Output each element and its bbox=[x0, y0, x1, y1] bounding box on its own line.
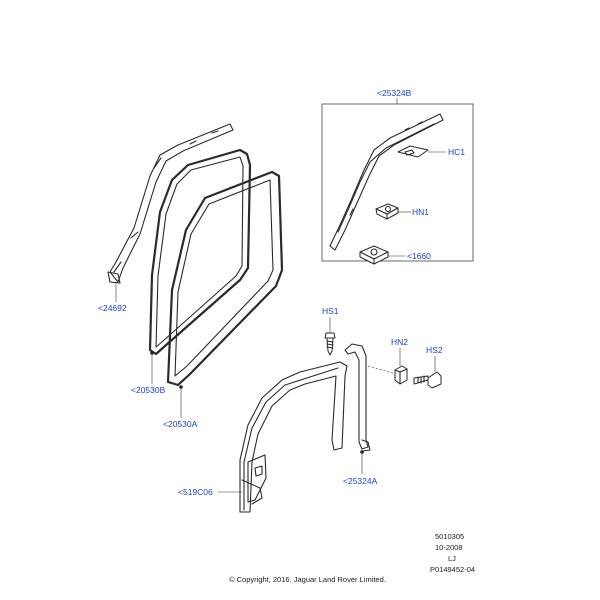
label-519C06[interactable]: <519C06 bbox=[178, 487, 213, 497]
label-HN1[interactable]: HN1 bbox=[412, 207, 429, 217]
clip-HC1[interactable] bbox=[397, 145, 429, 158]
upper-trim-25324B[interactable] bbox=[329, 113, 444, 251]
drawing-date: 10-2008 bbox=[435, 543, 463, 552]
copyright-notice: © Copyright, 2016. Jaguar Land Rover Lim… bbox=[229, 575, 386, 584]
label-1660[interactable]: <1660 bbox=[407, 251, 431, 261]
door-seal-20530A[interactable] bbox=[166, 170, 284, 387]
label-25324B[interactable]: <25324B bbox=[377, 88, 412, 98]
drawing-initials: LJ bbox=[448, 554, 456, 563]
door-seal-20530B[interactable] bbox=[148, 148, 252, 356]
label-20530A[interactable]: <20530A bbox=[163, 419, 198, 429]
frame-moulding-519C06[interactable] bbox=[239, 361, 348, 513]
label-HC1[interactable]: HC1 bbox=[448, 147, 465, 157]
label-HN2[interactable]: HN2 bbox=[391, 337, 408, 347]
drawing-reference: P0149452-04 bbox=[430, 565, 475, 574]
drawing-code: 5010305 bbox=[435, 532, 464, 541]
label-20530B[interactable]: <20530B bbox=[131, 385, 166, 395]
label-25324A[interactable]: <25324A bbox=[343, 476, 378, 486]
pillar-seal-25324A[interactable] bbox=[344, 343, 371, 452]
clip-1660[interactable] bbox=[359, 245, 389, 265]
bolt-HS2[interactable] bbox=[413, 371, 442, 389]
screw-HS1[interactable] bbox=[324, 332, 336, 356]
nut-HN2[interactable] bbox=[394, 365, 408, 385]
clip-HN1[interactable] bbox=[375, 203, 399, 220]
detail-box-25324B bbox=[321, 103, 474, 262]
label-24692[interactable]: <24692 bbox=[98, 303, 127, 313]
label-HS1[interactable]: HS1 bbox=[322, 306, 339, 316]
trim-strip-24692[interactable] bbox=[107, 123, 234, 284]
label-HS2[interactable]: HS2 bbox=[426, 345, 443, 355]
